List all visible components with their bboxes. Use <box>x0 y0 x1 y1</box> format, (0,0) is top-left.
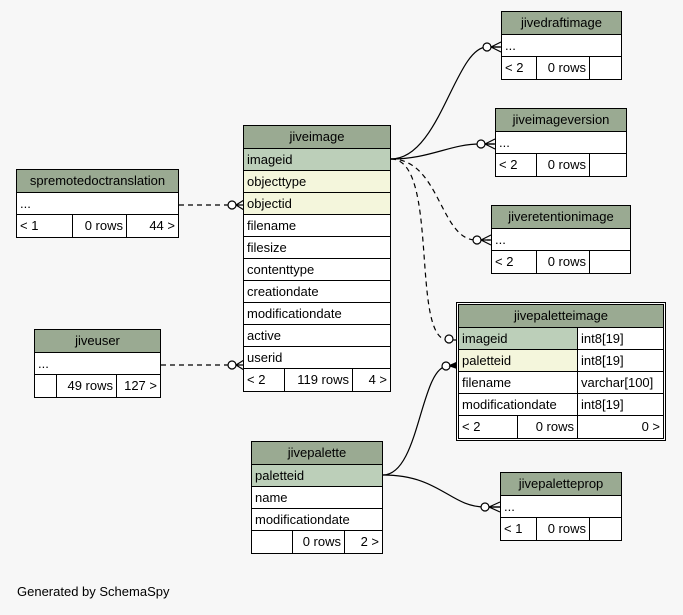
table-meta-row: < 2 0 rows <box>502 57 621 79</box>
column-row-filesize: filesize <box>244 237 390 259</box>
zero-marker <box>476 139 486 149</box>
table-jivepalette[interactable]: jivepalette paletteid name modificationd… <box>251 441 383 554</box>
table-jivepaletteimage[interactable]: jivepaletteimage imageid int8[19] palett… <box>456 302 666 441</box>
column-row-objecttype: objecttype <box>244 171 390 193</box>
edge-jiveimage-jivepaletteimage <box>390 158 458 341</box>
table-spremotedoctranslation[interactable]: spremotedoctranslation ... < 1 0 rows 44… <box>16 169 179 238</box>
zero-marker <box>227 360 237 370</box>
zero-marker <box>482 42 492 52</box>
table-header: jiveuser <box>35 330 160 353</box>
column-row-paletteid: paletteid int8[19] <box>459 350 663 372</box>
column-row-userid: userid <box>244 347 390 369</box>
table-meta-row: 49 rows 127 > <box>35 375 160 397</box>
table-jiveretentionimage[interactable]: jiveretentionimage ... < 2 0 rows <box>491 205 631 274</box>
edge-jivepalette-jivepaletteimage <box>382 361 459 476</box>
table-header: jiveimageversion <box>496 109 626 132</box>
column-row-objectid: objectid <box>244 193 390 215</box>
column-row-creationdate: creationdate <box>244 281 390 303</box>
crowsfoot-marker <box>488 501 501 513</box>
table-header: jiveretentionimage <box>492 206 630 229</box>
table-meta-row: 0 rows 2 > <box>252 531 382 553</box>
table-header: jiveimage <box>244 126 390 149</box>
column-row: ... <box>17 193 178 215</box>
column-row: ... <box>502 35 621 57</box>
table-header: jivepaletteprop <box>501 473 621 496</box>
column-row: ... <box>501 496 621 518</box>
zero-marker <box>472 235 482 245</box>
column-row-imageid: imageid int8[19] <box>459 328 663 350</box>
zero-marker <box>480 502 490 512</box>
table-header: jivedraftimage <box>502 12 621 35</box>
edge-jiveimage-jivedraftimage <box>390 46 500 160</box>
crowsfoot-marker <box>235 359 245 371</box>
crowsfoot-marker <box>480 234 492 246</box>
table-header: jivepalette <box>252 442 382 465</box>
table-meta-row: < 2 0 rows 0 > <box>459 416 663 438</box>
table-jivepaletteprop[interactable]: jivepaletteprop ... < 1 0 rows <box>500 472 622 541</box>
column-row-modificationdate: modificationdate <box>252 509 382 531</box>
table-jiveimage[interactable]: jiveimage imageid objecttype objectid fi… <box>243 125 391 392</box>
column-row-paletteid: paletteid <box>252 465 382 487</box>
column-row-filename: filename <box>244 215 390 237</box>
column-row-imageid: imageid <box>244 149 390 171</box>
edge-jiveimage-jiveretentionimage <box>390 158 490 241</box>
footer-generated-by: Generated by SchemaSpy <box>17 584 170 599</box>
table-jivedraftimage[interactable]: jivedraftimage ... < 2 0 rows <box>501 11 622 80</box>
column-row: ... <box>492 229 630 251</box>
zero-marker <box>444 334 454 344</box>
table-jiveimageversion[interactable]: jiveimageversion ... < 2 0 rows <box>495 108 627 177</box>
crowsfoot-marker <box>235 199 245 211</box>
crowsfoot-marker <box>490 41 502 53</box>
column-row: ... <box>35 353 160 375</box>
table-meta-row: < 1 0 rows 44 > <box>17 215 178 237</box>
column-row-name: name <box>252 487 382 509</box>
column-row-filename: filename varchar[100] <box>459 372 663 394</box>
table-header: jivepaletteimage <box>459 305 663 328</box>
column-row-active: active <box>244 325 390 347</box>
table-meta-row: < 2 0 rows <box>496 154 626 176</box>
column-row: ... <box>496 132 626 154</box>
table-meta-row: < 2 0 rows <box>492 251 630 273</box>
column-row-modificationdate: modificationdate <box>244 303 390 325</box>
table-meta-row: < 1 0 rows <box>501 518 621 540</box>
zero-marker <box>227 200 237 210</box>
table-jiveuser[interactable]: jiveuser ... 49 rows 127 > <box>34 329 161 398</box>
column-row-contenttype: contenttype <box>244 259 390 281</box>
crowsfoot-marker <box>484 138 496 150</box>
table-meta-row: < 2 119 rows 4 > <box>244 369 390 391</box>
column-row-modificationdate: modificationdate int8[19] <box>459 394 663 416</box>
table-header: spremotedoctranslation <box>17 170 178 193</box>
edge-jivepalette-jivepaletteprop <box>382 474 500 508</box>
